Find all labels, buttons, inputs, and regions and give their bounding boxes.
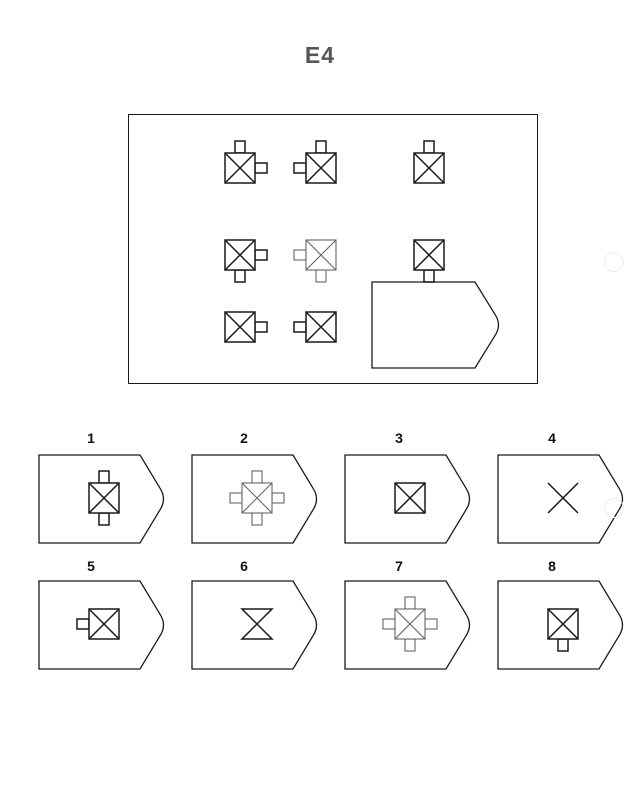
answer-option-3[interactable] bbox=[344, 454, 474, 544]
option-number-5: 5 bbox=[87, 558, 95, 574]
answer-option-2[interactable] bbox=[191, 454, 321, 544]
missing-cell-placeholder bbox=[371, 281, 503, 369]
option-number-6: 6 bbox=[240, 558, 248, 574]
matrix-cell-2-1 bbox=[210, 225, 270, 285]
scan-mark bbox=[604, 252, 624, 272]
matrix-cell-1-2 bbox=[291, 138, 351, 198]
scan-mark bbox=[604, 498, 624, 518]
option-figure bbox=[227, 468, 287, 528]
matrix-cell-3-2 bbox=[291, 297, 351, 357]
option-figure bbox=[227, 594, 287, 654]
answer-option-1[interactable] bbox=[38, 454, 168, 544]
option-number-4: 4 bbox=[548, 430, 556, 446]
option-figure bbox=[533, 594, 593, 654]
answer-option-7[interactable] bbox=[344, 580, 474, 670]
matrix-cell-2-2 bbox=[291, 225, 351, 285]
answer-option-6[interactable] bbox=[191, 580, 321, 670]
option-number-1: 1 bbox=[87, 430, 95, 446]
answer-option-4[interactable] bbox=[497, 454, 627, 544]
option-number-3: 3 bbox=[395, 430, 403, 446]
matrix-cell-2-3 bbox=[399, 225, 459, 285]
page-title: E4 bbox=[304, 42, 336, 68]
option-figure bbox=[74, 594, 134, 654]
option-figure bbox=[74, 468, 134, 528]
matrix-frame bbox=[128, 114, 538, 384]
option-figure bbox=[380, 468, 440, 528]
answer-option-5[interactable] bbox=[38, 580, 168, 670]
answer-option-8[interactable] bbox=[497, 580, 627, 670]
option-figure bbox=[533, 468, 593, 528]
option-number-7: 7 bbox=[395, 558, 403, 574]
option-number-2: 2 bbox=[240, 430, 248, 446]
option-figure bbox=[380, 594, 440, 654]
matrix-cell-3-1 bbox=[210, 297, 270, 357]
matrix-cell-1-1 bbox=[210, 138, 270, 198]
option-number-8: 8 bbox=[548, 558, 556, 574]
matrix-cell-1-3 bbox=[399, 138, 459, 198]
